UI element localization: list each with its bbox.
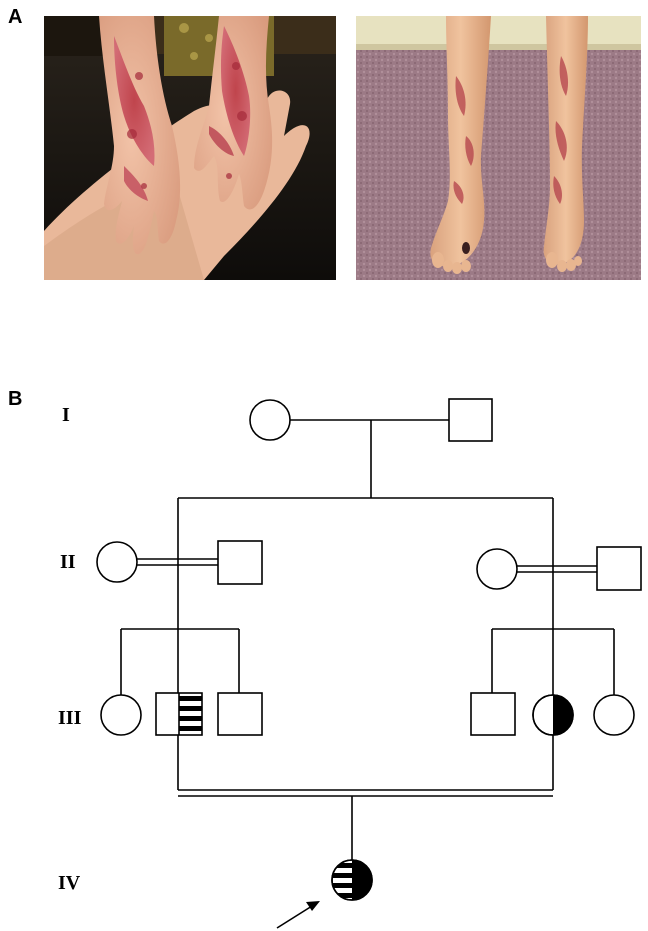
individual-ii-1-female — [97, 542, 137, 582]
individual-iii-1-female — [101, 695, 141, 735]
proband-arrow-icon — [277, 901, 320, 928]
panel-a-label: A — [8, 6, 22, 29]
individual-iii-6-female — [594, 695, 634, 735]
individual-ii-2-male — [218, 541, 262, 584]
generation-label-iii: III — [58, 707, 82, 729]
generation-label-iv: IV — [58, 872, 81, 894]
individual-iii-3-male — [218, 693, 262, 735]
generation-label-ii: II — [60, 551, 76, 573]
individual-iii-4-male — [471, 693, 515, 735]
individual-ii-4-male — [597, 547, 641, 590]
pedigree-chart: I II III IV — [0, 380, 648, 931]
individual-i-2-male — [449, 399, 492, 441]
feet-photo — [356, 16, 641, 280]
hands-skin-lesions-photo-icon — [44, 16, 336, 280]
half-fill-iii-5 — [553, 693, 575, 737]
individual-i-1-female — [250, 400, 290, 440]
individual-ii-3-female — [477, 549, 517, 589]
generation-label-i: I — [62, 404, 70, 426]
feet-skin-lesions-photo-icon — [356, 16, 641, 280]
hands-photo — [44, 16, 336, 280]
